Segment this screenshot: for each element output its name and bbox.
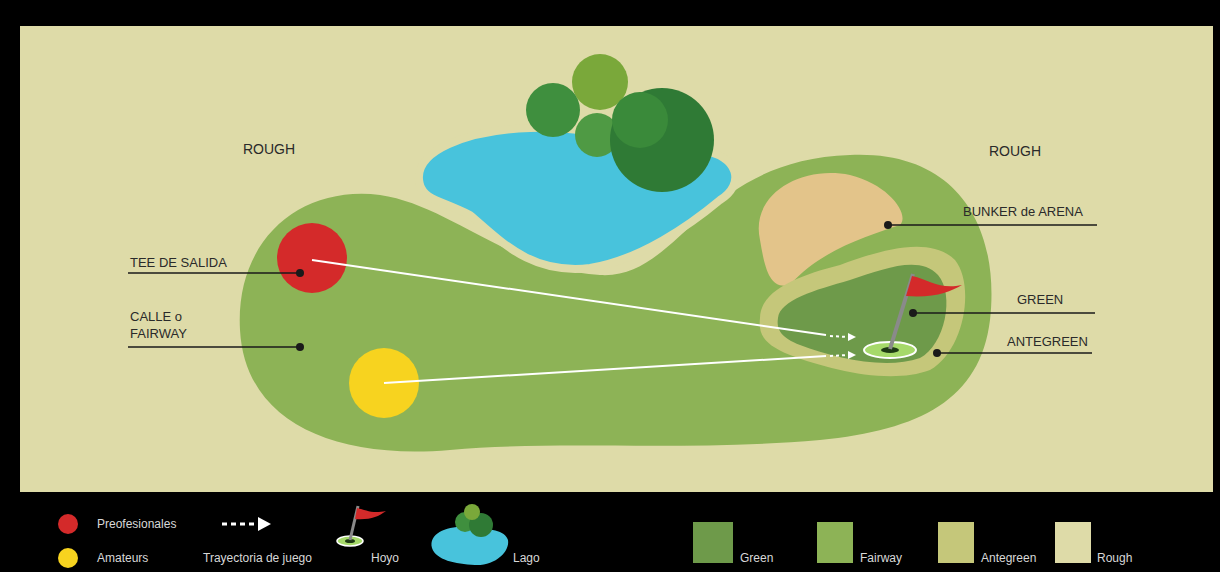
leader-line <box>913 312 1095 314</box>
trajectory-line <box>384 356 826 383</box>
leader-dot <box>296 269 304 277</box>
hole-flag <box>864 274 962 358</box>
legend-swatch <box>1055 522 1091 563</box>
leader-line <box>128 346 300 348</box>
leader-dot <box>933 349 941 357</box>
trajectory-line <box>312 260 826 335</box>
lake-icon <box>432 527 509 565</box>
leader-dot <box>884 221 892 229</box>
legend-swatch <box>817 522 853 563</box>
tree <box>612 92 668 148</box>
region-label: ROUGH <box>989 144 1041 159</box>
part-label: BUNKER de ARENA <box>963 204 1083 219</box>
trajectory-icon <box>222 523 258 526</box>
hole-icon-flag <box>355 508 386 519</box>
rough-ground <box>20 26 1213 492</box>
legend-text: Preofesionales <box>97 517 176 531</box>
leader-line <box>888 224 1097 226</box>
trees <box>526 54 714 192</box>
trajectory-dash <box>830 336 848 337</box>
legend-text: Hoyo <box>371 551 399 565</box>
pro-tee <box>277 223 347 293</box>
legend-swatch <box>58 548 78 568</box>
leader-line <box>128 272 300 274</box>
region-label: ROUGH <box>243 142 295 157</box>
legend-swatch <box>693 522 733 563</box>
leader-lines <box>128 225 1097 353</box>
leader-line <box>937 352 1092 354</box>
leader-dots <box>296 221 941 357</box>
part-label: ANTEGREEN <box>1007 334 1088 349</box>
antegreen-area <box>760 247 966 377</box>
legend-swatch <box>58 514 78 534</box>
flag <box>906 276 962 296</box>
legend-text: Amateurs <box>97 551 148 565</box>
leader-dot <box>296 343 304 351</box>
trajectory-dash <box>830 355 848 356</box>
trajectories <box>312 260 848 383</box>
tree <box>610 88 714 192</box>
leader-dot <box>909 309 917 317</box>
legend-text: Antegreen <box>981 551 1036 565</box>
arrow-head <box>848 351 856 359</box>
legend-text: Fairway <box>860 551 902 565</box>
legend-swatch <box>938 522 974 563</box>
part-label: GREEN <box>1017 292 1063 307</box>
arrow-head <box>848 333 856 341</box>
lake-icon-tree <box>464 504 480 520</box>
part-label: TEE DE SALIDA <box>130 255 227 270</box>
legend-text: Trayectoria de juego <box>203 551 312 565</box>
legend-text: Green <box>740 551 773 565</box>
trajectory-icon-head <box>258 517 271 531</box>
part-label: CALLE o FAIRWAY <box>130 308 205 342</box>
tree <box>526 83 580 137</box>
legend-text: Rough <box>1097 551 1132 565</box>
legend-text: Lago <box>513 551 540 565</box>
